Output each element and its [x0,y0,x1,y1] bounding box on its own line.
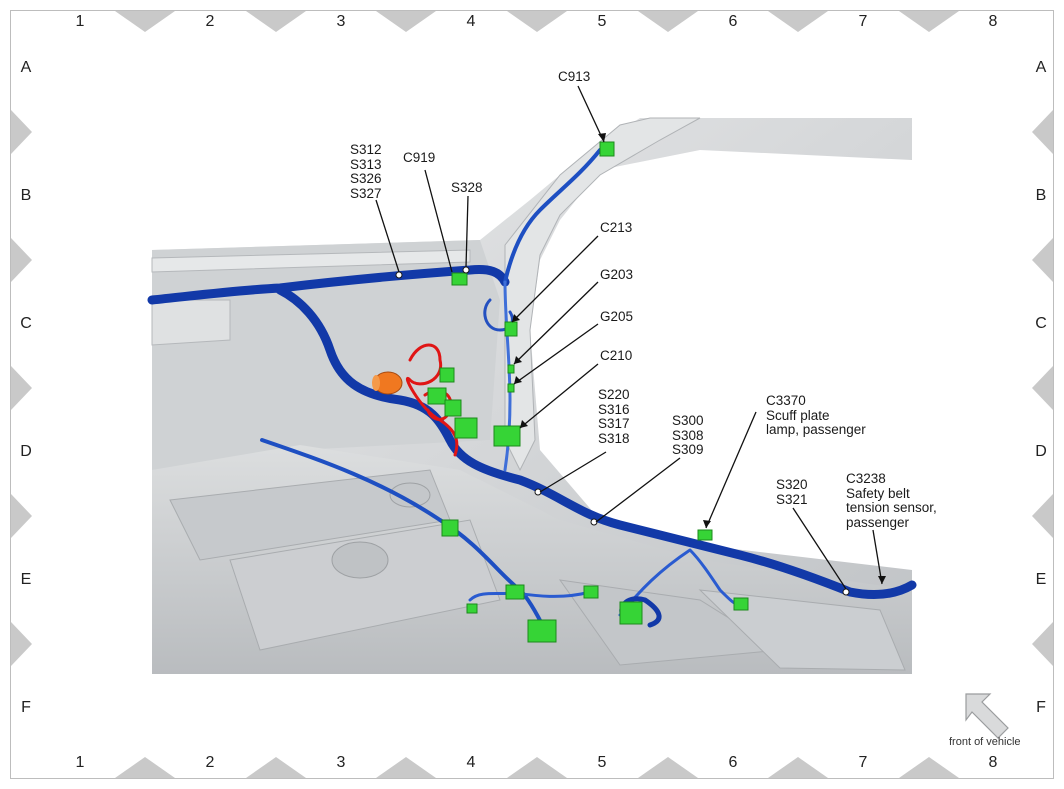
frame-triangle-top-2 [376,11,436,32]
callout-s312-s313-s326-s327: S312 S313 S326 S327 [350,142,382,201]
grid-column-label-top-8: 8 [988,13,998,30]
grid-column-label-bottom-1: 1 [75,754,85,771]
vehicle-body [151,116,912,674]
frame-triangle-bottom-0 [115,757,175,778]
grid-column-label-bottom-3: 3 [336,754,346,771]
frame-triangle-right-2 [1032,366,1053,410]
grid-column-label-top-4: 4 [466,13,476,30]
grid-column-label-top-2: 2 [205,13,215,30]
callout-s320-s321: S320 S321 [776,477,808,507]
grid-column-label-top-1: 1 [75,13,85,30]
frame-triangle-top-3 [507,11,567,32]
callout-s328: S328 [451,180,483,195]
grid-row-label-right-C: C [1035,315,1047,332]
grid-column-label-bottom-6: 6 [728,754,738,771]
front-of-vehicle-arrow-icon [965,693,1009,739]
callout-c919: C919 [403,150,436,165]
grid-row-label-left-E: E [20,571,32,588]
grid-column-label-top-3: 3 [336,13,346,30]
grid-row-label-left-F: F [21,699,31,716]
grid-column-label-bottom-8: 8 [988,754,998,771]
diagram-frame [10,10,1054,779]
splice-markers [395,266,850,596]
grid-row-label-left-B: B [20,187,32,204]
front-of-vehicle-label: front of vehicle [949,736,1021,748]
callout-s300-s308-s309: S300 S308 S309 [672,413,704,457]
grid-column-label-top-6: 6 [728,13,738,30]
frame-triangle-top-1 [246,11,306,32]
grid-row-label-right-E: E [1035,571,1047,588]
grid-row-label-right-F: F [1036,699,1046,716]
grid-column-label-bottom-4: 4 [466,754,476,771]
frame-triangle-left-3 [11,494,32,538]
callout-s220-s316-s317-s318: S220 S316 S317 S318 [598,387,630,446]
frame-triangle-top-6 [899,11,959,32]
orange-component [372,371,403,395]
frame-edge-markers [11,11,1053,778]
callout-c3370: C3370 Scuff plate lamp, passenger [766,393,866,437]
grid-column-label-bottom-5: 5 [597,754,607,771]
frame-triangle-right-3 [1032,494,1053,538]
leader-arrowheads [512,133,886,584]
callout-g203: G203 [600,267,634,282]
callout-c913: C913 [558,69,591,84]
frame-triangle-top-5 [768,11,828,32]
connectors [427,141,749,643]
callout-c3238: C3238 Safety belt tension sensor, passen… [846,471,937,530]
frame-triangle-right-0 [1032,110,1053,154]
grid-column-label-top-7: 7 [858,13,868,30]
grid-row-label-left-A: A [20,59,32,76]
grid-row-label-right-A: A [1035,59,1047,76]
frame-triangle-bottom-6 [899,757,959,778]
grid-row-label-left-D: D [20,443,32,460]
grid-row-label-right-B: B [1035,187,1047,204]
frame-triangle-bottom-5 [768,757,828,778]
frame-triangle-left-1 [11,238,32,282]
frame-triangle-right-1 [1032,238,1053,282]
frame-triangle-top-0 [115,11,175,32]
grid-column-label-bottom-2: 2 [205,754,215,771]
grid-column-label-bottom-7: 7 [858,754,868,771]
frame-triangle-bottom-2 [376,757,436,778]
leader-lines [375,85,883,590]
grid-column-label-top-5: 5 [597,13,607,30]
frame-triangle-right-4 [1032,622,1053,666]
callout-c213: C213 [600,220,633,235]
grid-row-label-left-C: C [20,315,32,332]
frame-triangle-top-4 [638,11,698,32]
frame-triangle-bottom-1 [246,757,306,778]
frame-triangle-left-2 [11,366,32,410]
callout-g205: G205 [600,309,634,324]
callout-c210: C210 [600,348,633,363]
frame-triangle-left-0 [11,110,32,154]
frame-triangle-bottom-4 [638,757,698,778]
frame-triangle-left-4 [11,622,32,666]
grid-row-label-right-D: D [1035,443,1047,460]
frame-triangle-bottom-3 [507,757,567,778]
